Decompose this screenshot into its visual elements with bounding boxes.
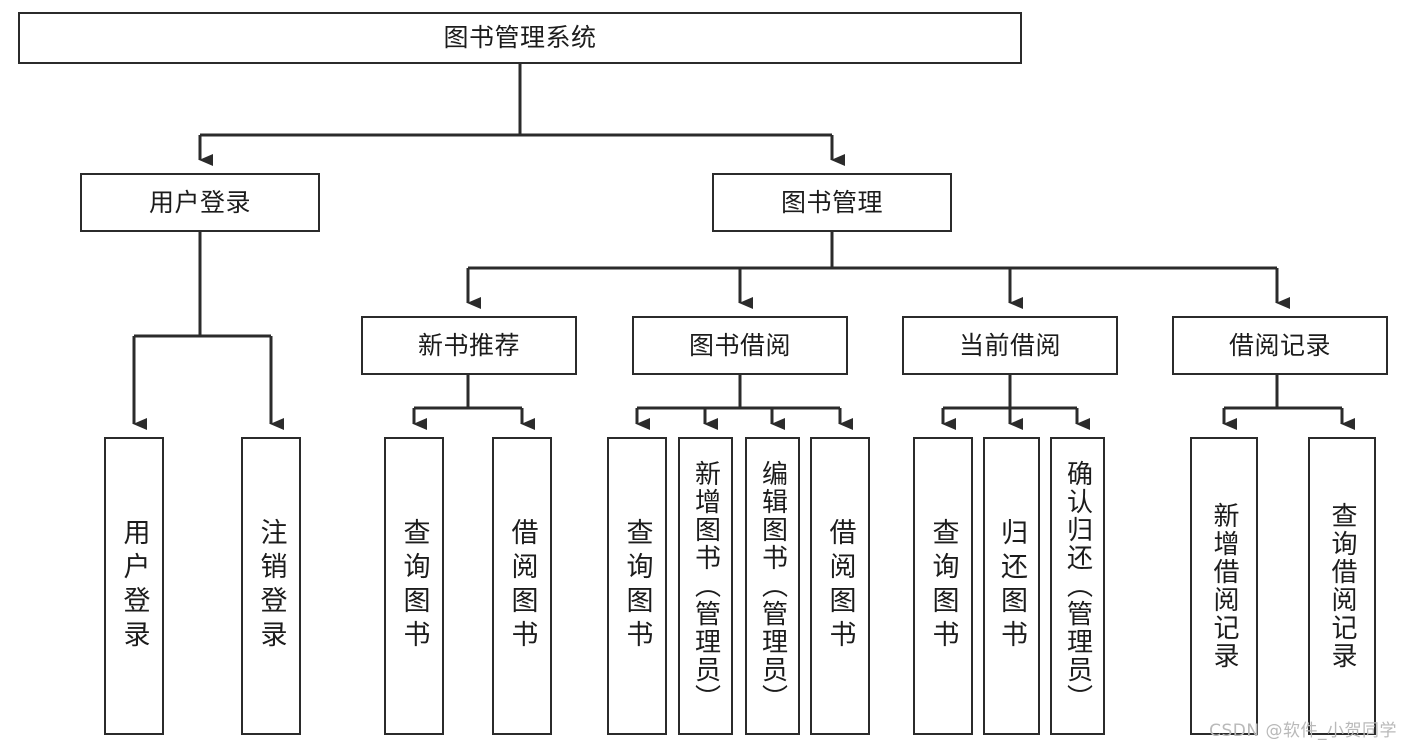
- node-label: 借阅记录: [1228, 330, 1331, 360]
- node-label: 借阅图书: [824, 518, 856, 654]
- node-label: 图书管理系统: [443, 23, 597, 52]
- node-label: 当前借阅: [958, 330, 1061, 360]
- node-label: 查询图书: [927, 518, 959, 654]
- node-label: 查询图书: [398, 518, 430, 654]
- node-label: 借阅图书: [506, 518, 538, 654]
- leaf-logout-login[interactable]: 注销登录: [241, 437, 301, 735]
- csdn-watermark: CSDN @软件_小贺同学: [1209, 721, 1397, 741]
- leaf-query-book-recommend[interactable]: 查询图书: [384, 437, 444, 735]
- node-book-manage[interactable]: 图书管理: [712, 173, 952, 232]
- leaf-user-login[interactable]: 用户登录: [104, 437, 164, 735]
- node-label: 图书管理: [780, 187, 883, 217]
- node-label: 用户登录: [118, 518, 150, 654]
- node-label: 注销登录: [255, 518, 287, 654]
- node-label: 新增图书（管理员）: [690, 460, 721, 712]
- node-root-library-system[interactable]: 图书管理系统: [18, 12, 1022, 64]
- node-new-book-recommend[interactable]: 新书推荐: [361, 316, 577, 375]
- node-borrow-record[interactable]: 借阅记录: [1172, 316, 1388, 375]
- leaf-borrow-book-recommend[interactable]: 借阅图书: [492, 437, 552, 735]
- node-label: 查询借阅记录: [1327, 502, 1357, 670]
- node-book-borrow[interactable]: 图书借阅: [632, 316, 848, 375]
- node-label: 查询图书: [621, 518, 653, 654]
- leaf-add-book-admin[interactable]: 新增图书（管理员）: [678, 437, 733, 735]
- leaf-query-book-borrow[interactable]: 查询图书: [607, 437, 667, 735]
- node-label: 归还图书: [996, 518, 1027, 654]
- node-user-login[interactable]: 用户登录: [80, 173, 320, 232]
- node-label: 新增借阅记录: [1209, 502, 1239, 670]
- leaf-query-book-current[interactable]: 查询图书: [913, 437, 973, 735]
- node-label: 编辑图书（管理员）: [757, 460, 788, 712]
- leaf-confirm-return-admin[interactable]: 确认归还（管理员）: [1050, 437, 1105, 735]
- node-label: 图书借阅: [688, 330, 791, 360]
- leaf-borrow-book-borrow[interactable]: 借阅图书: [810, 437, 870, 735]
- node-current-borrow[interactable]: 当前借阅: [902, 316, 1118, 375]
- leaf-query-borrow-record[interactable]: 查询借阅记录: [1308, 437, 1376, 735]
- leaf-add-borrow-record[interactable]: 新增借阅记录: [1190, 437, 1258, 735]
- leaf-return-book[interactable]: 归还图书: [983, 437, 1040, 735]
- node-label: 确认归还（管理员）: [1062, 460, 1093, 712]
- node-label: 用户登录: [148, 187, 251, 217]
- node-label: 新书推荐: [417, 330, 520, 360]
- leaf-edit-book-admin[interactable]: 编辑图书（管理员）: [745, 437, 800, 735]
